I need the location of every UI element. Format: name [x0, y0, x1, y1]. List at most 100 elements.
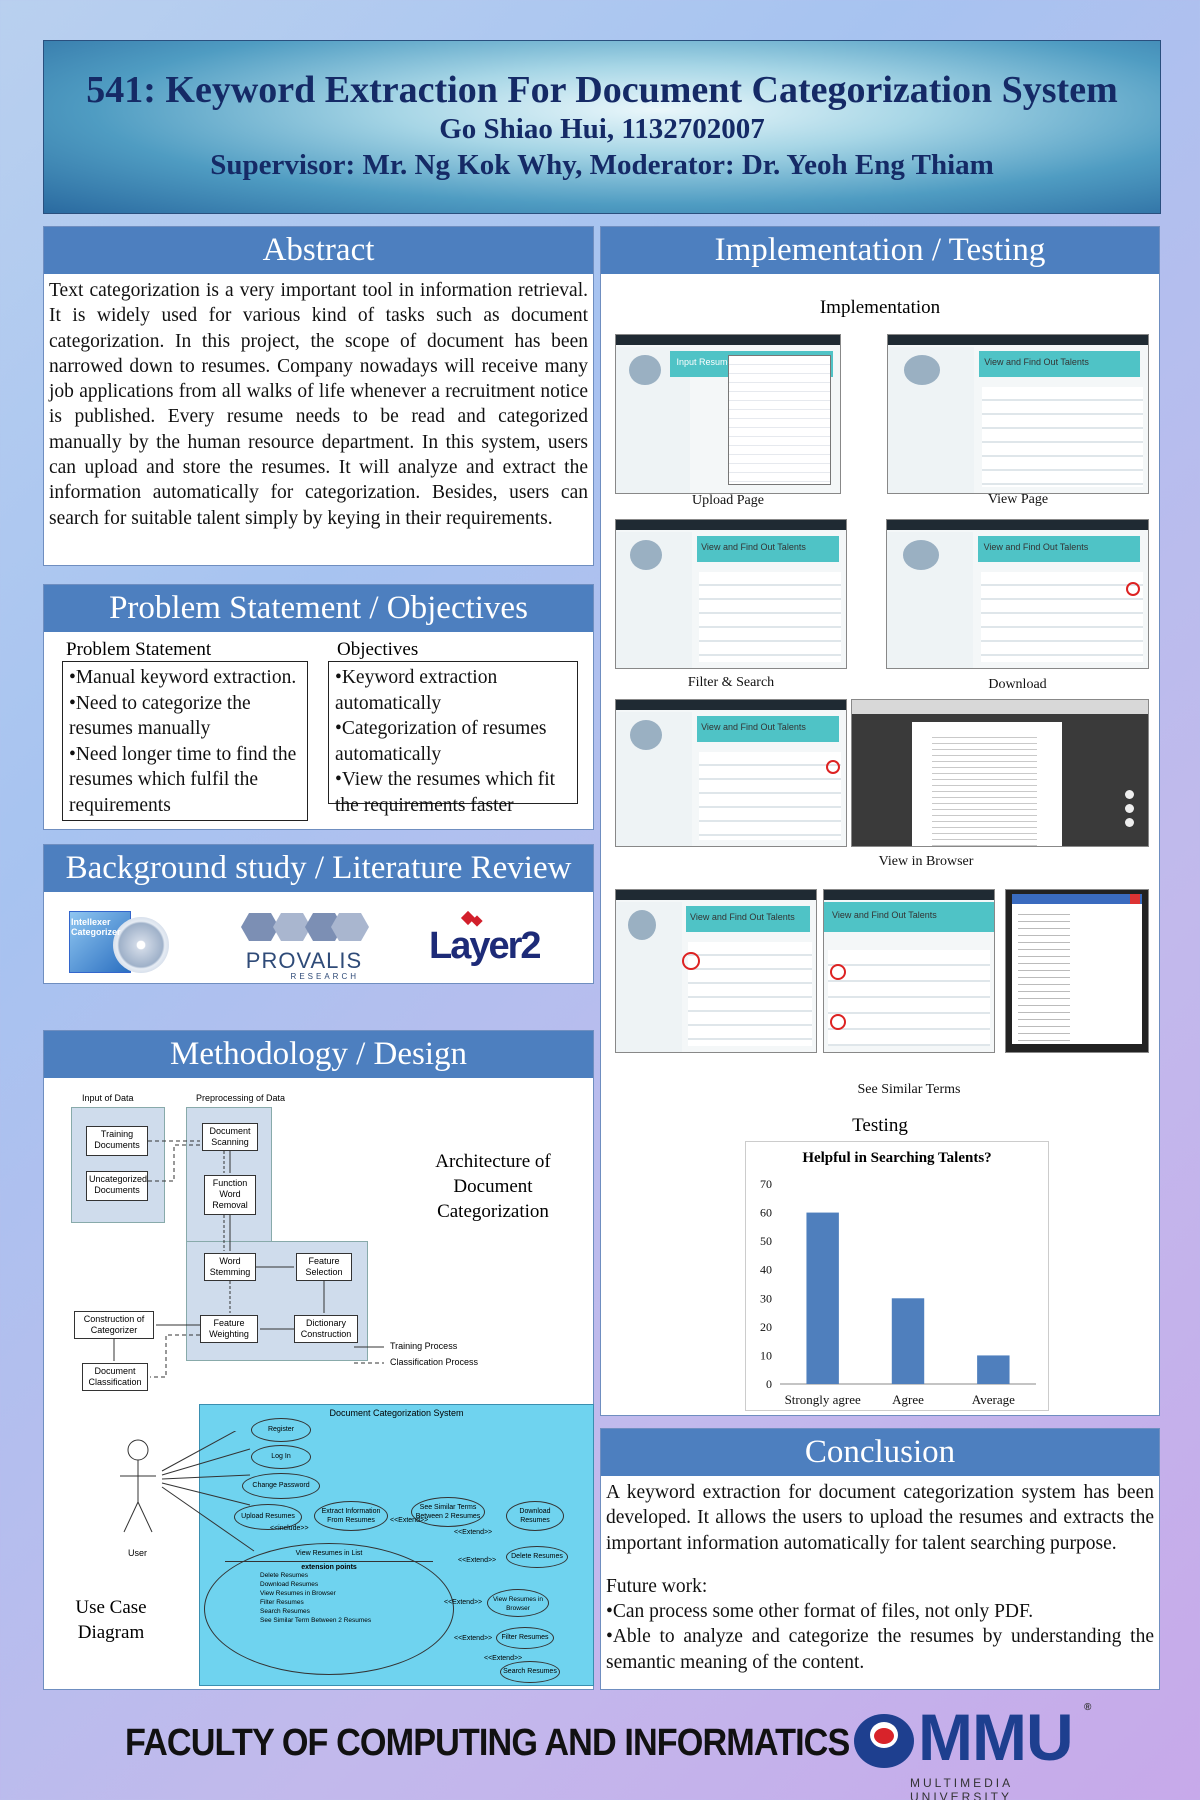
similar-1-screenshot: View and Find Out Talents: [615, 889, 817, 1053]
obj-item: •View the resumes which fit the requirem…: [335, 769, 556, 816]
layer2-text: Layer2: [429, 925, 542, 967]
future-heading: Future work:: [606, 1575, 708, 1597]
uc-change-password: Change Password: [242, 1473, 320, 1499]
classify-box: Document Classification: [82, 1363, 148, 1391]
abstract-text: Text categorization is a very important …: [49, 280, 588, 529]
y-tick-label: 50: [760, 1234, 772, 1248]
bar: [806, 1212, 839, 1384]
training-docs-box: Training Documents: [86, 1126, 148, 1156]
intellexer-text: Intellexer Categorizer: [71, 917, 121, 937]
word-stemming-box: Word Stemming: [204, 1253, 256, 1281]
screen-title-3: View and Find Out Talents: [701, 722, 806, 732]
mmu-text: MMU: [918, 1700, 1074, 1774]
extension-item: View Resumes in Browser: [260, 1590, 336, 1597]
input-label: Input of Data: [82, 1093, 134, 1103]
extend-label: <<Extend>>: [484, 1655, 523, 1662]
y-tick-label: 60: [760, 1206, 772, 1220]
uc-delete: Delete Resumes: [506, 1546, 568, 1568]
download-click-screenshot: View and Find Out Talents: [615, 699, 847, 847]
intellexer-logo: Intellexer Categorizer: [69, 905, 179, 977]
x-tick-label: Agree: [892, 1392, 924, 1407]
uc-extract: Extract Information From Resumes: [314, 1501, 388, 1531]
upload-page-screenshot: Input Resumes: [615, 334, 841, 494]
feature-selection-box: Feature Selection: [296, 1253, 352, 1281]
extension-title: extension points: [301, 1564, 357, 1571]
y-tick-label: 0: [766, 1377, 772, 1391]
provalis-sub: RESEARCH: [290, 972, 359, 981]
problem-title: Problem Statement / Objectives: [44, 585, 593, 632]
uc-login: Log In: [251, 1445, 311, 1469]
reg-mark: ®: [1084, 1702, 1092, 1713]
obj-heading: Objectives: [337, 639, 419, 660]
chart-title: Helpful in Searching Talents?: [802, 1150, 992, 1166]
extend-label: <<Extend>>: [454, 1529, 493, 1536]
implementation-panel: Implementation / Testing Implementation …: [600, 226, 1160, 1416]
uc-upload: Upload Resumes: [234, 1504, 302, 1530]
filter-search-screenshot: View and Find Out Talents: [615, 519, 847, 669]
architecture-label: Architecture of Document Categorization: [435, 1151, 551, 1222]
ps-list: •Manual keyword extraction. •Need to cat…: [62, 661, 308, 821]
similar-2-screenshot: View and Find Out Talents: [823, 889, 995, 1053]
mmu-emblem-icon: [854, 1714, 914, 1768]
extension-item: Filter Resumes: [260, 1599, 304, 1606]
bar: [891, 1298, 925, 1384]
extension-item: See Similar Term Between 2 Resumes: [260, 1617, 372, 1624]
upload-screen-title: Input Resumes: [676, 357, 737, 367]
abstract-panel: Abstract Text categorization is a very i…: [43, 226, 594, 566]
usecase-label: Use Case Diagram: [75, 1597, 147, 1643]
impl-heading: Implementation: [819, 297, 941, 318]
poster-header: 541: Keyword Extraction For Document Cat…: [43, 40, 1161, 214]
similar-screen-title: View and Find Out Talents: [690, 912, 795, 922]
obj-item: •Categorization of resumes automatically: [335, 718, 547, 765]
conclusion-text: A keyword extraction for document catego…: [606, 1482, 1154, 1554]
university-text: MULTIMEDIA UNIVERSITY: [910, 1776, 1013, 1800]
uc-search: Search Resumes: [500, 1661, 560, 1683]
similar-terms-screenshot: [1005, 889, 1149, 1053]
uc-download: Download Resumes: [506, 1501, 564, 1531]
y-tick-label: 20: [760, 1320, 772, 1334]
background-title: Background study / Literature Review: [44, 845, 593, 892]
caption-similar: See Similar Terms: [857, 1082, 961, 1097]
function-word-box: Function Word Removal: [204, 1175, 256, 1215]
future-item: •Able to analyze and categorize the resu…: [606, 1626, 1154, 1673]
view-screen-title: View and Find Out Talents: [984, 357, 1089, 367]
poster-title: 541: Keyword Extraction For Document Cat…: [86, 69, 1118, 111]
ps-heading: Problem Statement: [66, 639, 212, 660]
user-actor-icon: [120, 1439, 156, 1533]
extend-label: <<Extend>>: [454, 1635, 493, 1642]
future-item: •Can process some other format of files,…: [606, 1601, 1034, 1623]
extension-item: Search Resumes: [260, 1608, 310, 1615]
doc-scanning-box: Document Scanning: [202, 1123, 258, 1151]
caption-browser: View in Browser: [878, 854, 974, 869]
problem-panel: Problem Statement / Objectives Problem S…: [43, 584, 594, 830]
browser-view-screenshot: [851, 699, 1149, 847]
usecase-title: Document Categorization System: [329, 1408, 464, 1418]
uc-view-list: View Resumes in List extension points De…: [204, 1543, 454, 1675]
construct-box: Construction of Categorizer: [74, 1311, 154, 1339]
uncat-docs-box: Uncategorized Documents: [86, 1171, 148, 1201]
supervisor-line: Supervisor: Mr. Ng Kok Why, Moderator: D…: [210, 149, 994, 181]
conclusion-panel: Conclusion A keyword extraction for docu…: [600, 1428, 1160, 1690]
caption-upload: Upload Page: [692, 493, 764, 508]
diagram-arrows: [113, 1140, 384, 1378]
provalis-text: PROVALIS: [245, 948, 363, 973]
extend-label: <<Extend>>: [390, 1517, 429, 1524]
layer2-logo: Layer2: [419, 910, 549, 973]
uc-view-browser: View Resumes in Browser: [487, 1589, 549, 1617]
extend-label: <<Extend>>: [444, 1599, 483, 1606]
ps-item: •Need to categorize the resumes manually: [69, 692, 251, 740]
preprocess-label: Preprocessing of Data: [196, 1093, 286, 1103]
testing-heading: Testing: [852, 1115, 908, 1136]
provalis-logo: PROVALIS RESEARCH: [239, 911, 369, 981]
extension-item: Delete Resumes: [260, 1572, 309, 1579]
faculty-name: FACULTY OF COMPUTING AND INFORMATICS: [125, 1722, 850, 1764]
feature-weighting-box: Feature Weighting: [200, 1315, 258, 1343]
actor-label: User: [128, 1548, 148, 1558]
include-label: <<include>>: [270, 1525, 309, 1532]
y-tick-label: 70: [760, 1177, 772, 1191]
download-screen-title: View and Find Out Talents: [983, 542, 1089, 552]
uc-similar: See Similar Terms Between 2 Resumes: [411, 1497, 485, 1527]
x-tick-label: Average: [972, 1392, 1015, 1407]
